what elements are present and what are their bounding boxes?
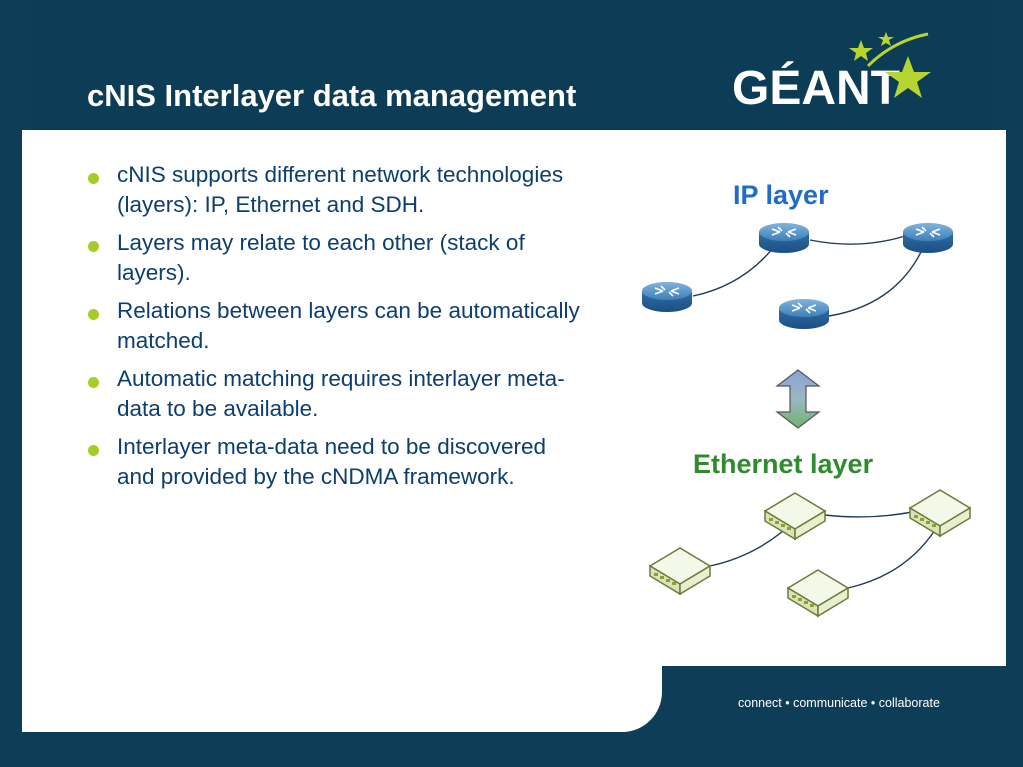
bullet-dot-icon — [88, 377, 99, 388]
bullet-dot-icon — [88, 309, 99, 320]
footer-tagline: connect • communicate • collaborate — [738, 696, 940, 710]
bullet-item: Interlayer meta-data need to be discover… — [88, 432, 588, 492]
header-bar — [30, 0, 998, 130]
router-icon — [758, 222, 810, 254]
bullet-item: cNIS supports different network technolo… — [88, 160, 588, 220]
ethernet-switch-icon — [764, 492, 826, 540]
router-icon — [778, 298, 830, 330]
ethernet-switch-icon — [787, 569, 849, 617]
footer-panel — [22, 660, 662, 732]
bullet-dot-icon — [88, 445, 99, 456]
ip-layer-label: IP layer — [733, 180, 829, 210]
star-icon — [885, 56, 931, 98]
bullet-dot-icon — [88, 173, 99, 184]
router-icon — [641, 281, 693, 313]
page-number: 28 — [42, 697, 55, 709]
logo-text: GÉANT — [732, 61, 900, 115]
ethernet-switch-icon — [909, 489, 971, 537]
star-icon — [849, 40, 873, 61]
slide-title: cNIS Interlayer data management — [87, 78, 577, 113]
bullet-dot-icon — [88, 241, 99, 252]
bullet-item: Layers may relate to each other (stack o… — [88, 228, 588, 288]
geant-logo: GÉANT — [732, 32, 931, 115]
bullet-item: Relations between layers can be automati… — [88, 296, 588, 356]
double-arrow-icon — [775, 369, 821, 429]
star-icon — [878, 32, 894, 46]
ethernet-switch-icon — [649, 547, 711, 595]
content-area — [22, 130, 1006, 666]
bullet-item: Automatic matching requires interlayer m… — [88, 364, 588, 424]
bullet-list: cNIS supports different network technolo… — [88, 160, 588, 500]
router-icon — [902, 222, 954, 254]
ethernet-layer-label: Ethernet layer — [693, 449, 874, 479]
